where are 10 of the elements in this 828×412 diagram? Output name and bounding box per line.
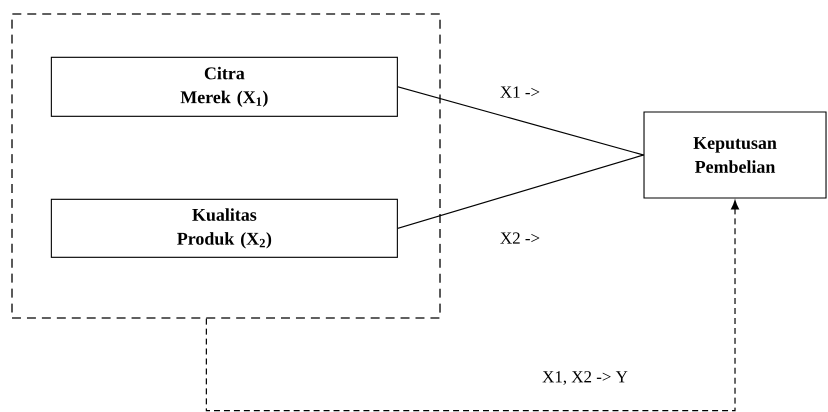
connector (398, 86, 644, 156)
edge-label: X1 -> (500, 86, 540, 98)
variable-box: Kualitas Produk (X$_{2}$) (50, 198, 398, 258)
edge-label: X2 -> (500, 232, 540, 244)
edge-label: X1, X2 -> Y (542, 371, 628, 385)
outcome-box: Keputusan Pembelian (643, 111, 827, 199)
connector (398, 154, 644, 229)
variable-box: Citra Merek (X$_{1}$) (50, 56, 398, 117)
connector (206, 200, 739, 412)
group-box (11, 13, 441, 319)
